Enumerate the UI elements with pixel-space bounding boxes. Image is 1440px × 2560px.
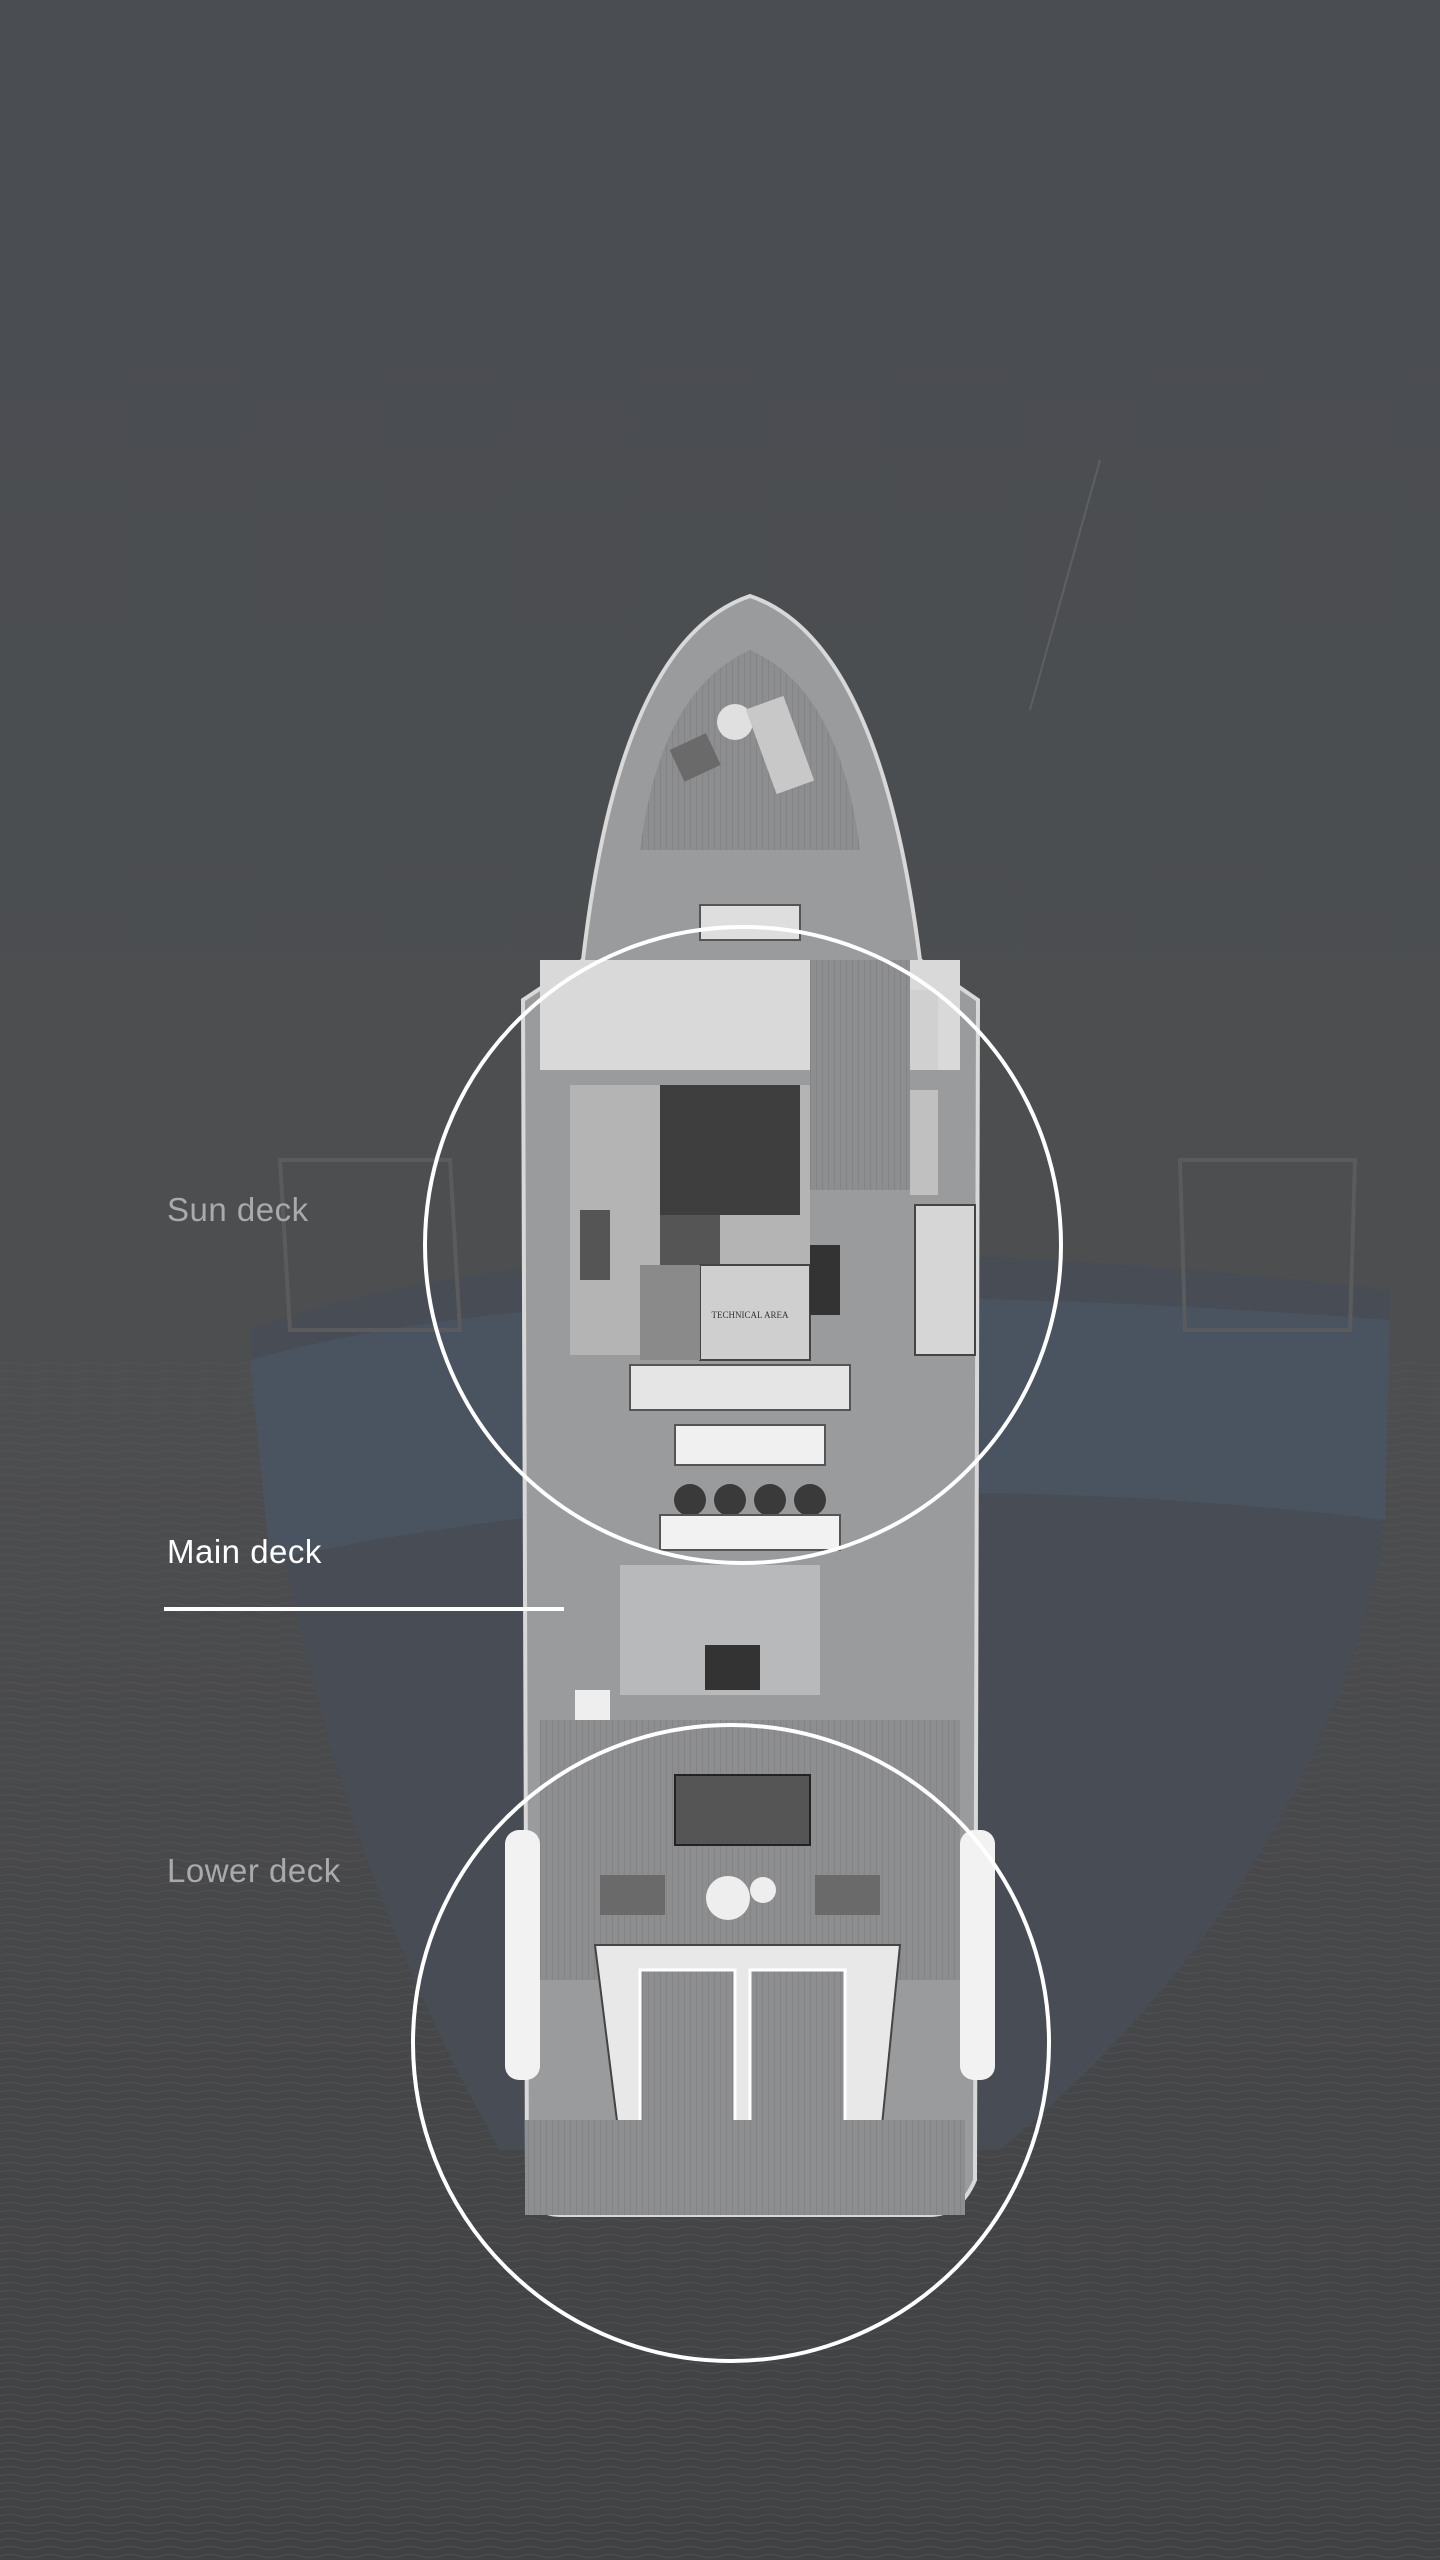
technical-area-label: TECHNICAL AREA — [712, 1310, 789, 1320]
active-deck-underline — [164, 1607, 564, 1611]
deck-tab-sun-deck[interactable]: Sun deck — [167, 1191, 309, 1228]
deck-tab-main-deck[interactable]: Main deck — [167, 1533, 322, 1570]
deck-tab-lower-deck[interactable]: Lower deck — [167, 1852, 341, 1889]
